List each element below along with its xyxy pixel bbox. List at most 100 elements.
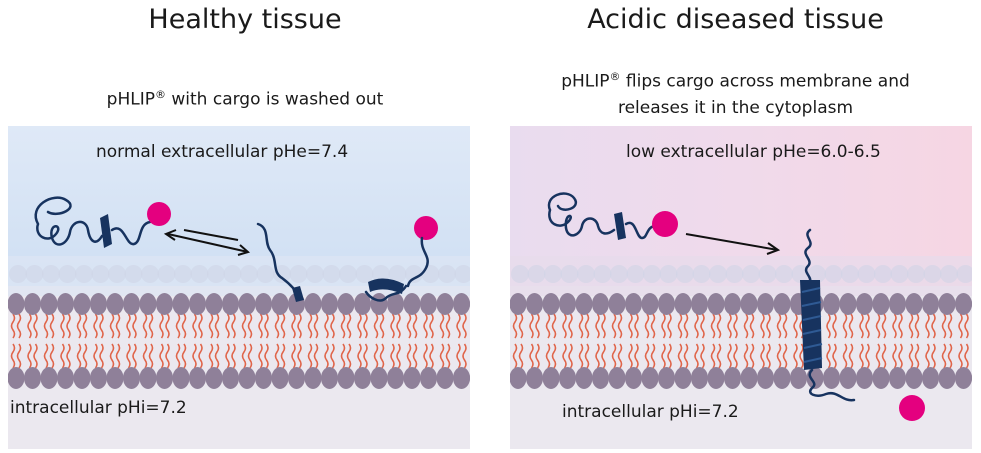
lipid-tail [958, 343, 963, 369]
lipid-tail [324, 343, 329, 369]
lipid-head [938, 293, 956, 315]
lipid-tail [628, 313, 633, 339]
lipid-head [205, 367, 223, 389]
lipid-tail [832, 313, 837, 339]
lipid-tail [551, 343, 557, 369]
lipid-tail [93, 313, 98, 339]
lipid-tail [175, 343, 181, 369]
lipid-tail [842, 313, 848, 339]
lipid-head [526, 367, 543, 389]
lipid-tail [667, 343, 672, 369]
lipid-head [658, 367, 675, 389]
lipid-tail [340, 343, 346, 369]
lipid-tail [346, 343, 352, 369]
lipid-head [255, 367, 272, 389]
lipid-tail [264, 313, 269, 339]
lipid-head [889, 293, 906, 315]
lipid-tail [782, 313, 788, 339]
lipid-head [387, 293, 404, 315]
lipid-tail [826, 343, 831, 369]
lipid-tail [258, 313, 263, 339]
lipid-tail [412, 343, 418, 369]
lipid-head [106, 293, 124, 315]
lipid-tail [214, 313, 220, 339]
peptide-surface [256, 222, 302, 300]
lipid-halo-head [956, 265, 972, 283]
lipid-head [420, 293, 437, 315]
lipid-head [139, 293, 157, 315]
lipid-tail [925, 343, 930, 369]
lipid-head [625, 367, 642, 389]
lipid-halo-head [511, 265, 529, 283]
lipid-tail [231, 313, 236, 339]
lipid-head [255, 293, 272, 315]
lipid-tail [727, 343, 732, 369]
lipid-tail [390, 343, 395, 369]
released-cargo [899, 395, 925, 421]
lipid-halo-head [223, 265, 242, 283]
lipid-tail [99, 343, 104, 369]
lipid-tail [99, 313, 104, 339]
lipid-tail [766, 313, 771, 339]
acidic-subtitle-rest: flips cargo across membrane and [620, 71, 910, 92]
lipid-tail [357, 343, 362, 369]
lipid-tail [247, 343, 253, 369]
lipid-halo-head [157, 265, 176, 283]
lipid-tail [881, 313, 887, 339]
lipid-tail [700, 343, 705, 369]
lipid-tail [330, 343, 335, 369]
lipid-head [271, 293, 289, 315]
lipid-tail [66, 343, 71, 369]
lipid-tail [181, 343, 187, 369]
acidic-subtitle: pHLIP® flips cargo across membrane and r… [490, 64, 981, 121]
lipid-tail [396, 313, 401, 339]
lipid-head [469, 374, 470, 382]
lipid-tail [346, 313, 352, 339]
healthy-tissue-title: Healthy tissue [148, 4, 342, 35]
lipid-head [542, 293, 560, 315]
peptide-coil [34, 196, 104, 246]
lipid-tail [601, 313, 606, 339]
lipid-tail [743, 313, 749, 339]
healthy-extracellular-label: normal extracellular pHe=7.4 [96, 142, 349, 162]
lipid-tail [964, 313, 969, 339]
lipid-head [955, 367, 972, 389]
lipid-halo-head [91, 265, 110, 283]
lipid-tail [551, 313, 557, 339]
lipid-tail [274, 343, 280, 369]
lipid-head [73, 367, 91, 389]
lipid-tail [16, 313, 22, 339]
lipid-tail [126, 343, 131, 369]
lipid-tail [700, 313, 705, 339]
lipid-halo-head [421, 265, 440, 283]
lipid-halo-head [372, 265, 390, 283]
lipid-halo-head [890, 265, 909, 283]
lipid-tail [225, 313, 230, 339]
lipid-halo-head [643, 265, 661, 283]
lipid-head [559, 293, 576, 315]
acidic-lipid-bilayer [510, 265, 972, 389]
lipid-tail [165, 313, 170, 339]
lipid-tail [142, 343, 148, 369]
lipid-tail [601, 343, 606, 369]
lipid-head [403, 293, 421, 315]
lipid-head [321, 293, 338, 315]
acidic-subtitle-prefix: pHLIP [561, 71, 610, 92]
lipid-head [304, 367, 322, 389]
lipid-tail [165, 343, 170, 369]
lipid-head [575, 367, 593, 389]
lipid-tail [379, 313, 385, 339]
lipid-tail [297, 313, 302, 339]
lipid-tail [198, 313, 203, 339]
lipid-halo-head [289, 265, 308, 283]
lipid-head [740, 367, 758, 389]
cargo-molecule [652, 211, 678, 237]
lipid-halo-head [273, 265, 291, 283]
lipid-halo-head [306, 265, 324, 283]
lipid-head [575, 293, 593, 315]
helix-stripes [801, 287, 823, 363]
lipid-head [790, 367, 807, 389]
lipid-head [724, 293, 741, 315]
lipid-head [724, 367, 741, 389]
lipid-tail [650, 313, 656, 339]
